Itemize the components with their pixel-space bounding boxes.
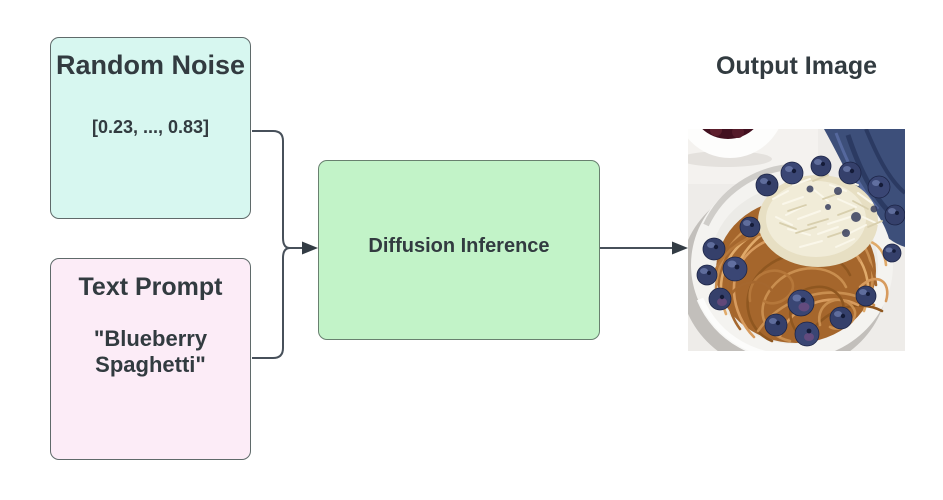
node-diffusion-inference: Diffusion Inference (318, 160, 600, 340)
node-random-noise: Random Noise [0.23, ..., 0.83] (50, 37, 251, 219)
output-image (688, 129, 905, 351)
grated-cheese (758, 174, 883, 267)
diffusion-inference-label: Diffusion Inference (368, 234, 550, 257)
output-image-title: Output Image (715, 52, 878, 80)
arrowhead-icon (672, 241, 688, 255)
connector-text-prompt-to-junction (252, 247, 291, 359)
arrowhead-icon (302, 241, 318, 255)
text-prompt-title: Text Prompt (78, 273, 223, 301)
text-prompt-value: "Blueberry Spaghetti" (93, 326, 208, 377)
random-noise-value: [0.23, ..., 0.83] (91, 117, 210, 137)
connector-random-noise-to-junction (252, 130, 291, 249)
berry-bowl (688, 129, 779, 167)
node-text-prompt: Text Prompt "Blueberry Spaghetti" (50, 258, 251, 460)
random-noise-title: Random Noise (55, 50, 246, 80)
blueberries (696, 155, 905, 347)
